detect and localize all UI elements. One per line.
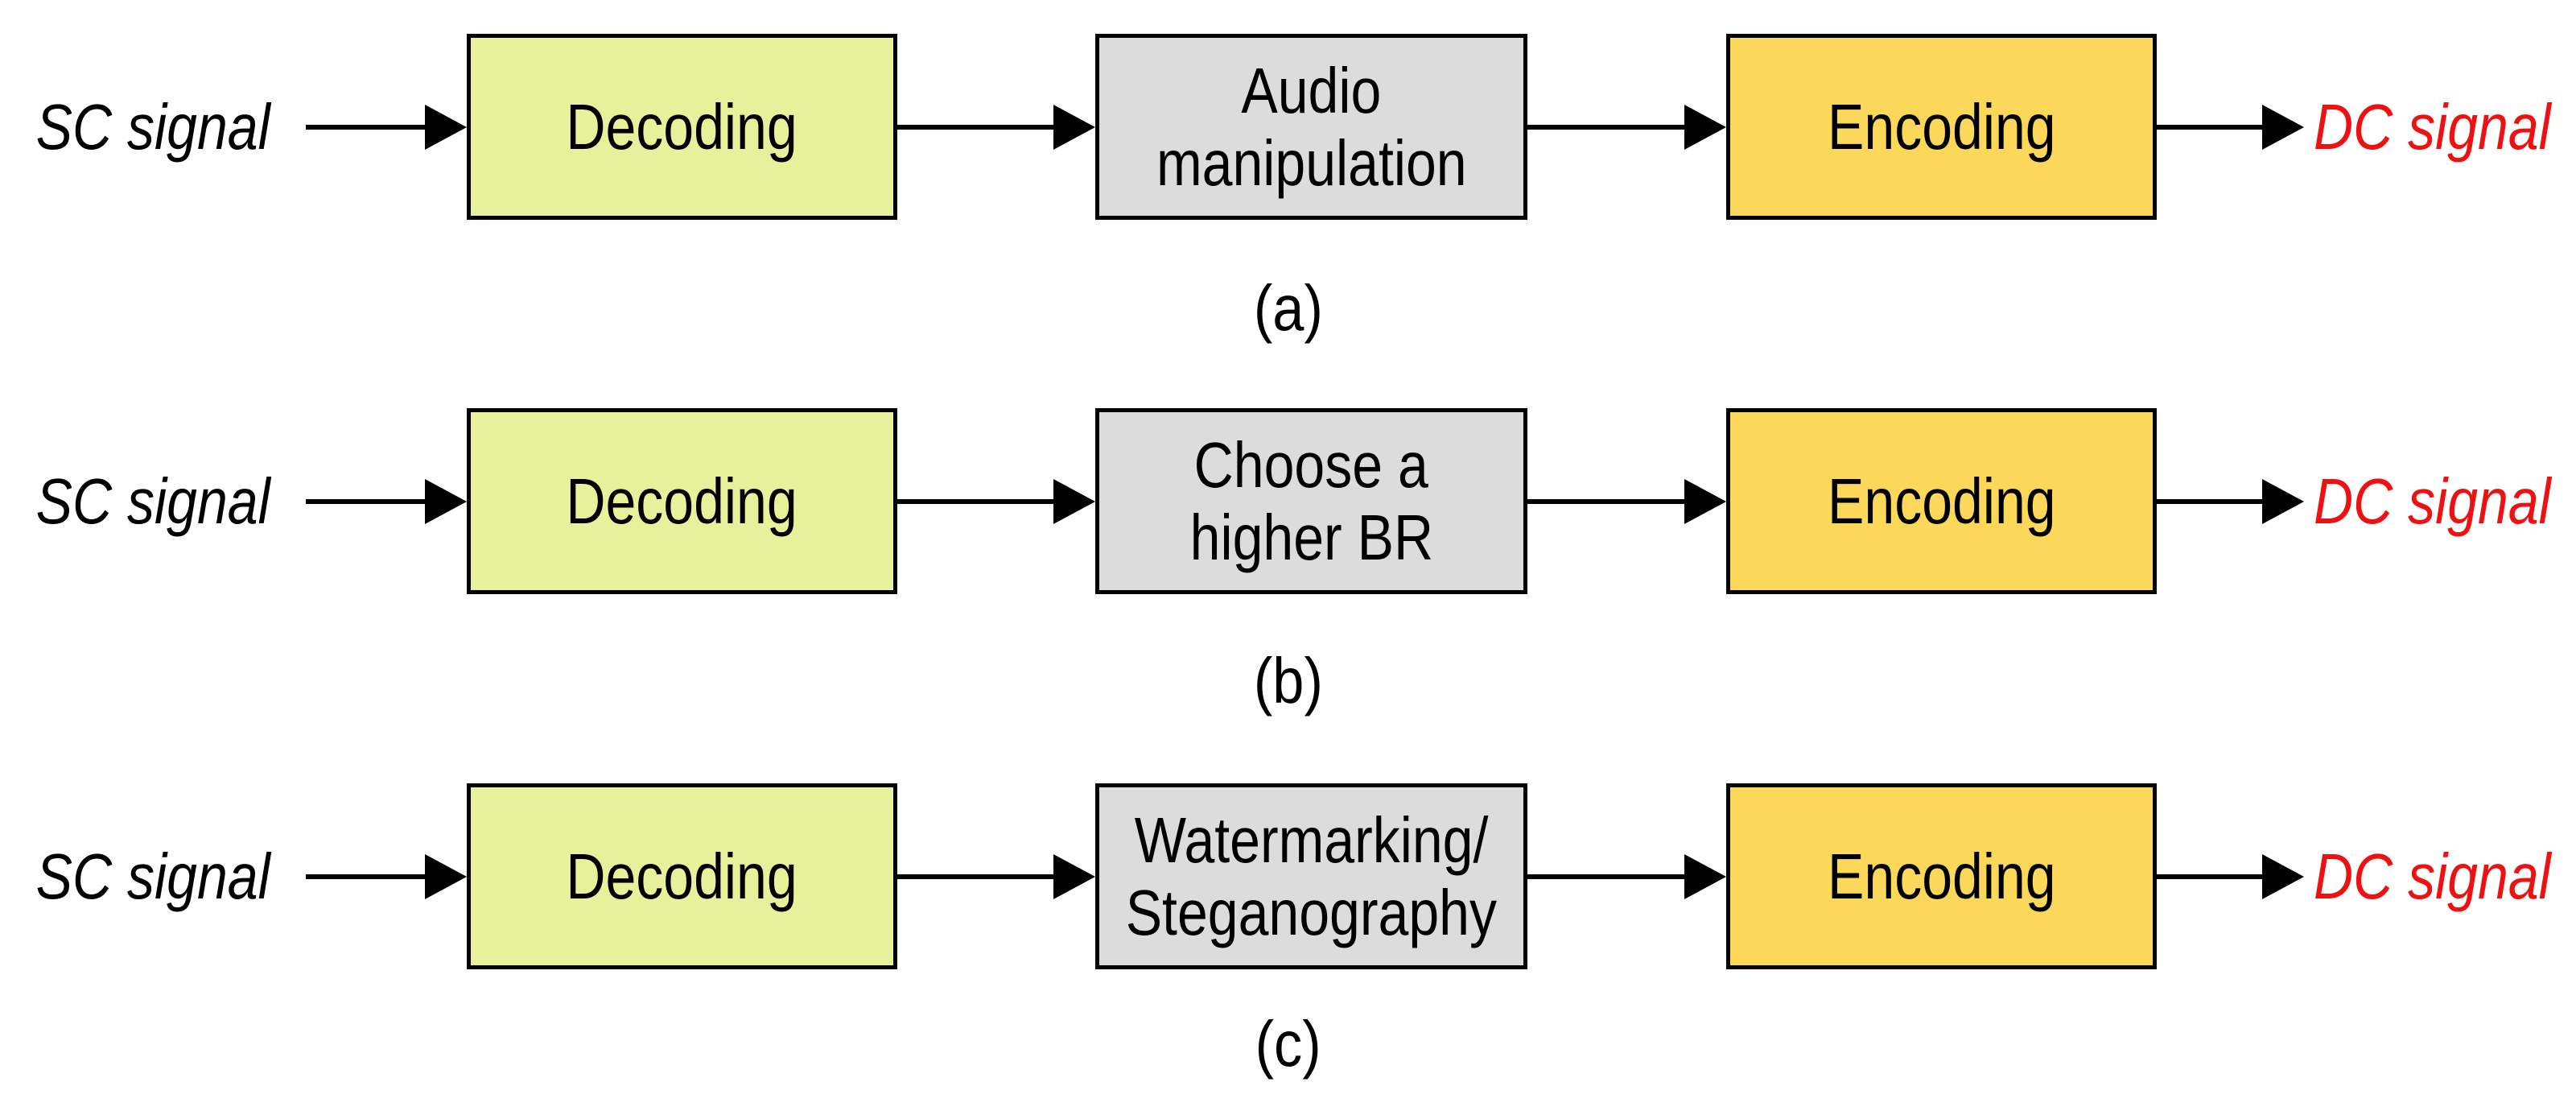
flow-row-a: SC signal Decoding Audio manipulation En…	[0, 34, 2576, 220]
encoding-box: Encoding	[1726, 783, 2157, 969]
input-signal-label: SC signal	[0, 465, 306, 539]
input-signal-label: SC signal	[0, 90, 306, 164]
flow-arrow-icon	[1527, 853, 1726, 899]
process-box-label-line1: Choose a	[1193, 428, 1429, 501]
flow-arrow-icon	[1527, 478, 1726, 524]
process-box-label-line2: higher BR	[1189, 501, 1433, 573]
input-signal-text: SC signal	[35, 465, 270, 537]
row-caption-a: (a)	[1253, 272, 1323, 344]
arrow-head-icon	[2262, 104, 2304, 150]
flow-arrow-icon	[897, 853, 1095, 899]
flow-arrow-icon	[2157, 478, 2304, 524]
decoding-box: Decoding	[467, 783, 897, 969]
arrow-head-icon	[425, 478, 467, 524]
flow-row-c: SC signal Decoding Watermarking/ Stegano…	[0, 783, 2576, 969]
encoding-box-label: Encoding	[1827, 465, 2056, 537]
arrow-head-icon	[425, 104, 467, 150]
row-caption-b: (b)	[1253, 645, 1323, 717]
flow-arrow-icon	[897, 478, 1095, 524]
arrow-line	[2157, 124, 2269, 130]
arrow-head-icon	[1684, 478, 1726, 524]
flow-arrow-icon	[306, 478, 467, 524]
flow-arrow-icon	[1527, 104, 1726, 150]
process-box-label-line1: Audio	[1241, 54, 1382, 126]
output-signal-label: DC signal	[2314, 90, 2576, 164]
encoding-box: Encoding	[1726, 34, 2157, 220]
arrow-line	[306, 124, 431, 130]
flow-arrow-icon	[2157, 853, 2304, 899]
encoding-box-label: Encoding	[1827, 840, 2056, 912]
output-signal-text: DC signal	[2314, 840, 2551, 912]
arrow-line	[306, 498, 431, 504]
row-caption-c: (c)	[1255, 1008, 1321, 1080]
flow-arrow-icon	[306, 853, 467, 899]
arrow-head-icon	[2262, 478, 2304, 524]
decoding-box: Decoding	[467, 34, 897, 220]
encoding-box-label: Encoding	[1827, 90, 2056, 163]
flow-arrow-icon	[306, 104, 467, 150]
process-box-label-line2: manipulation	[1156, 126, 1467, 199]
arrow-head-icon	[1053, 104, 1095, 150]
flow-row-b: SC signal Decoding Choose a higher BR En…	[0, 408, 2576, 594]
arrow-line	[2157, 874, 2269, 879]
decoding-box: Decoding	[467, 408, 897, 594]
arrow-line	[2157, 498, 2269, 504]
input-signal-text: SC signal	[35, 840, 270, 912]
arrow-head-icon	[1053, 478, 1095, 524]
decoding-box-label: Decoding	[566, 840, 798, 912]
process-box: Watermarking/ Steganography	[1095, 783, 1527, 969]
output-signal-label: DC signal	[2314, 840, 2576, 914]
flow-arrow-icon	[2157, 104, 2304, 150]
arrow-head-icon	[425, 853, 467, 899]
process-box-label-line2: Steganography	[1125, 876, 1498, 948]
decoding-box-label: Decoding	[566, 90, 798, 163]
arrow-line	[897, 124, 1060, 130]
arrow-line	[1527, 124, 1691, 130]
arrow-line	[1527, 874, 1691, 879]
process-box: Audio manipulation	[1095, 34, 1527, 220]
arrow-head-icon	[1053, 853, 1095, 899]
input-signal-label: SC signal	[0, 840, 306, 914]
encoding-box: Encoding	[1726, 408, 2157, 594]
process-box-label-line1: Watermarking/	[1134, 803, 1489, 876]
arrow-line	[1527, 498, 1691, 504]
arrow-head-icon	[2262, 853, 2304, 899]
decoding-box-label: Decoding	[566, 465, 798, 537]
input-signal-text: SC signal	[35, 90, 270, 163]
arrow-head-icon	[1684, 104, 1726, 150]
flow-arrow-icon	[897, 104, 1095, 150]
output-signal-text: DC signal	[2314, 465, 2551, 537]
arrow-head-icon	[1684, 853, 1726, 899]
output-signal-label: DC signal	[2314, 465, 2576, 539]
process-box: Choose a higher BR	[1095, 408, 1527, 594]
output-signal-text: DC signal	[2314, 90, 2551, 163]
arrow-line	[897, 874, 1060, 879]
arrow-line	[897, 498, 1060, 504]
arrow-line	[306, 874, 431, 879]
